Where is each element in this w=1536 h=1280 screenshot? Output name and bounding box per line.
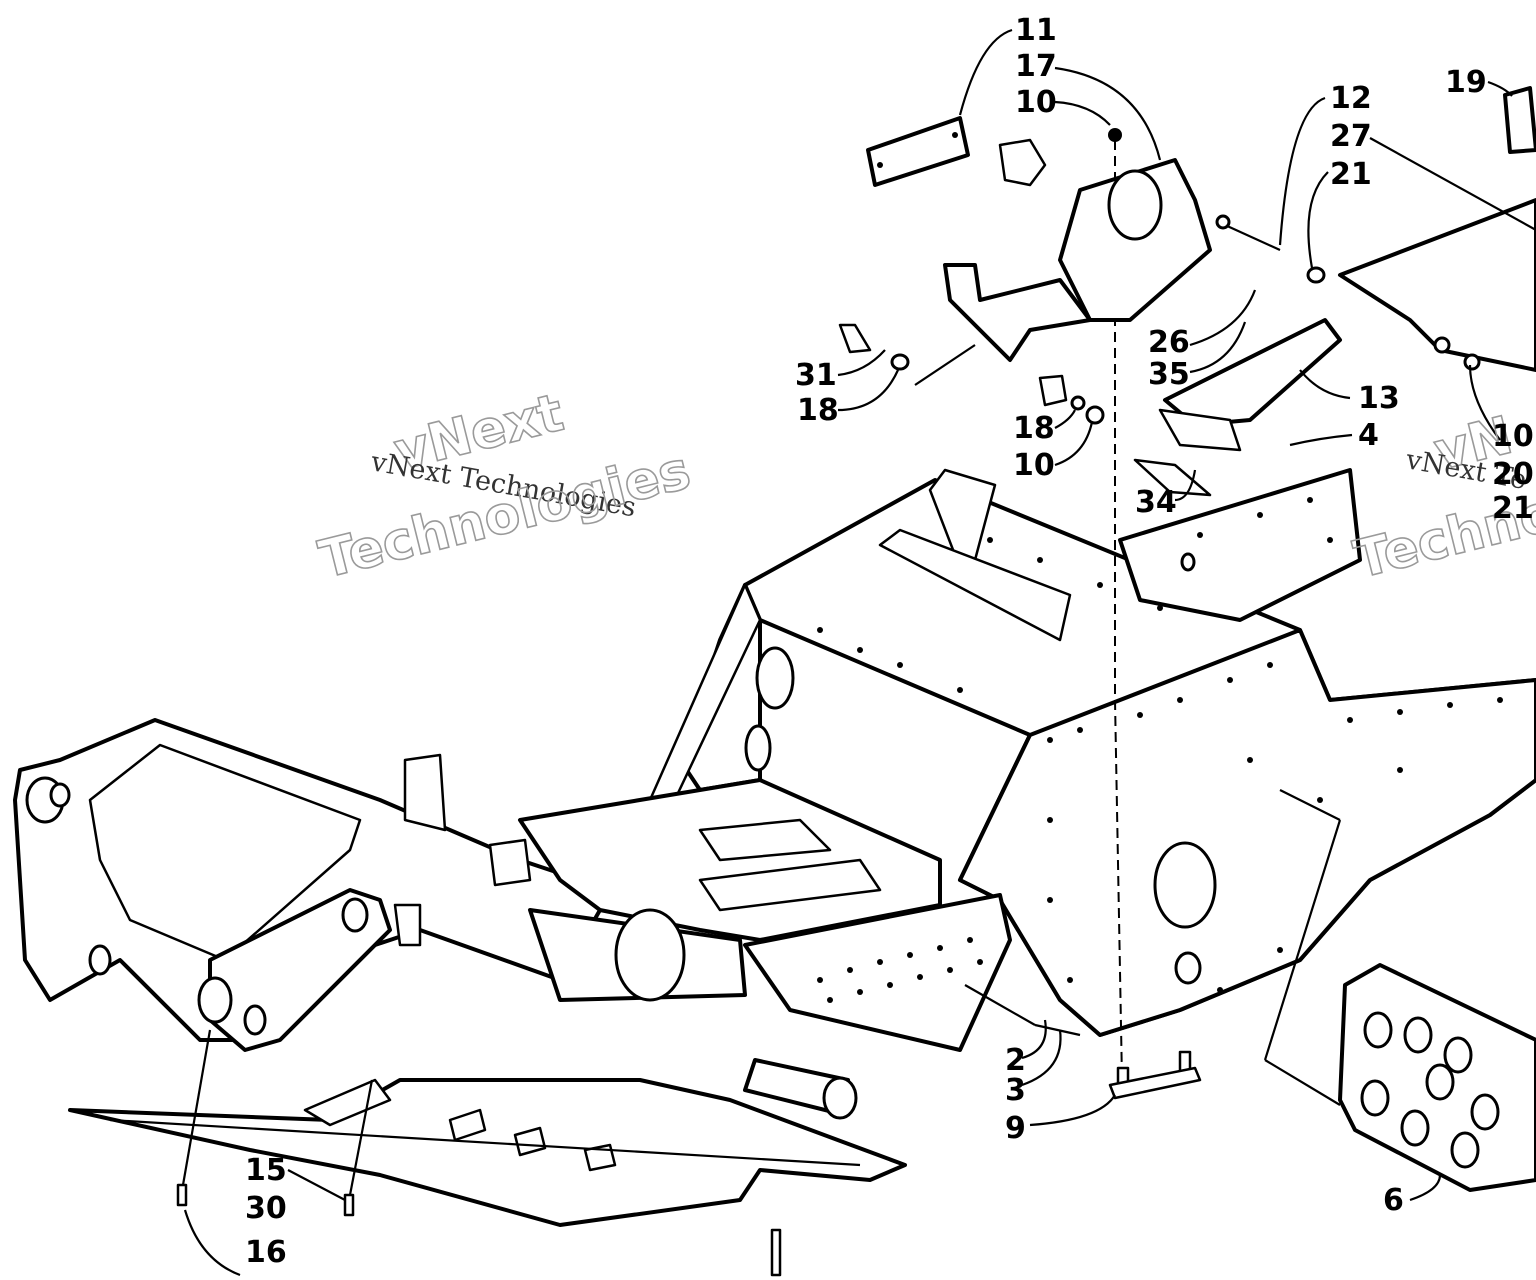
callout-19: 19 — [1445, 65, 1487, 100]
callout-18-mid: 18 — [1013, 411, 1055, 446]
callout-labels: 11 17 10 19 12 27 21 26 35 13 4 31 18 18… — [245, 13, 1534, 1270]
callout-2: 2 — [1005, 1043, 1026, 1078]
callout-27: 27 — [1330, 119, 1372, 154]
bolts-and-nuts — [176, 128, 1481, 1277]
callout-31: 31 — [795, 358, 837, 393]
side-panel-holes — [817, 937, 983, 1003]
callout-20: 20 — [1492, 457, 1534, 492]
callout-11: 11 — [1015, 13, 1057, 48]
callout-3: 3 — [1005, 1073, 1026, 1108]
callout-10-mid: 10 — [1013, 448, 1055, 483]
rivet-dots — [817, 537, 1503, 993]
callout-21-right: 21 — [1492, 491, 1534, 526]
skid-plate — [68, 1078, 907, 1227]
chassis-tunnel — [648, 140, 1536, 1081]
plate-11 — [866, 116, 970, 187]
callout-4: 4 — [1358, 418, 1379, 453]
callout-15: 15 — [245, 1153, 287, 1188]
leader-lines — [181, 28, 1536, 1277]
front-frame — [13, 718, 1012, 1120]
callout-18-left: 18 — [797, 393, 839, 428]
rear-bumper-bracket — [1338, 963, 1536, 1192]
callout-13: 13 — [1358, 381, 1400, 416]
callout-21-top: 21 — [1330, 157, 1372, 192]
callout-17: 17 — [1015, 49, 1057, 84]
callout-16: 16 — [245, 1235, 287, 1270]
bushing-17 — [998, 138, 1047, 187]
callout-35: 35 — [1148, 357, 1190, 392]
callout-6: 6 — [1383, 1183, 1404, 1218]
watermark-left: vNext vNext Technologies Technologies — [313, 382, 697, 591]
callout-34: 34 — [1135, 485, 1177, 520]
callout-26: 26 — [1148, 325, 1190, 360]
handle-bracket-13 — [1158, 318, 1342, 452]
callout-30: 30 — [245, 1191, 287, 1226]
callout-9: 9 — [1005, 1111, 1026, 1146]
rear-tunnel-panel — [1118, 468, 1362, 622]
callout-10-right: 10 — [1492, 419, 1534, 454]
callout-12: 12 — [1330, 81, 1372, 116]
callout-10-top: 10 — [1015, 85, 1057, 120]
steering-post-bracket — [943, 158, 1212, 362]
